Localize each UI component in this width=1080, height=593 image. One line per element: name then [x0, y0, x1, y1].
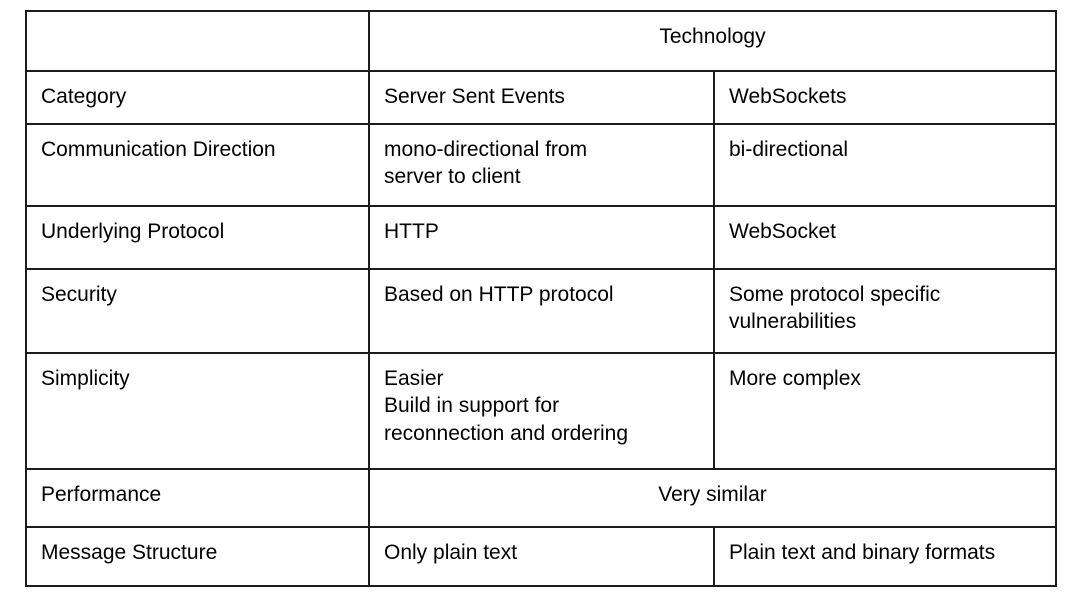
table-row: Performance Very similar — [25, 467, 1057, 528]
row-category-message-structure: Message Structure — [25, 525, 370, 587]
cell-line: HTTP — [384, 219, 439, 243]
row-category-security: Security — [25, 267, 370, 354]
cell-line: mono-directional from — [384, 137, 588, 161]
cell-sse-communication-direction: mono-directional from server to client — [368, 122, 715, 207]
column-header-websockets: WebSockets — [713, 70, 1057, 125]
cell-line: bi-directional — [729, 137, 849, 161]
table-column-header-row: Category Server Sent Events WebSockets — [25, 70, 1057, 125]
row-category-performance: Performance — [25, 467, 370, 528]
cell-line: vulnerabilities — [729, 310, 857, 334]
row-category-simplicity: Simplicity — [25, 351, 370, 470]
cell-websockets-simplicity: More complex — [713, 351, 1057, 470]
column-header-category: Category — [25, 70, 370, 125]
row-category-underlying-protocol: Underlying Protocol — [25, 204, 370, 270]
cell-websockets-security: Some protocol specific vulnerabilities — [713, 267, 1057, 354]
table-row: Simplicity Easier Build in support for r… — [25, 351, 1057, 470]
cell-line: More complex — [729, 366, 861, 390]
cell-line: Easier — [384, 366, 444, 390]
table-row: Communication Direction mono-directional… — [25, 122, 1057, 207]
table-row: Underlying Protocol HTTP WebSocket — [25, 204, 1057, 270]
cell-line: WebSocket — [729, 219, 836, 243]
cell-line: Build in support for — [384, 394, 560, 418]
cell-sse-simplicity: Easier Build in support for reconnection… — [368, 351, 715, 470]
table-row: Message Structure Only plain text Plain … — [25, 525, 1057, 587]
cell-line: server to client — [384, 165, 521, 189]
row-category-communication-direction: Communication Direction — [25, 122, 370, 207]
cell-websockets-message-structure: Plain text and binary formats — [713, 525, 1057, 587]
cell-websockets-underlying-protocol: WebSocket — [713, 204, 1057, 270]
group-header-technology: Technology — [368, 10, 1057, 72]
blank-corner-cell — [25, 10, 370, 72]
comparison-table: Technology Category Server Sent Events W… — [25, 10, 1057, 587]
cell-websockets-communication-direction: bi-directional — [713, 122, 1057, 207]
cell-merged-performance: Very similar — [368, 467, 1057, 528]
cell-sse-security: Based on HTTP protocol — [368, 267, 715, 354]
cell-line: Some protocol specific — [729, 282, 941, 306]
cell-sse-message-structure: Only plain text — [368, 525, 715, 587]
table-group-header-row: Technology — [25, 10, 1057, 72]
column-header-server-sent-events: Server Sent Events — [368, 70, 715, 125]
table-row: Security Based on HTTP protocol Some pro… — [25, 267, 1057, 354]
cell-line: reconnection and ordering — [384, 422, 629, 446]
cell-line: Only plain text — [384, 540, 518, 564]
cell-line: Based on HTTP protocol — [384, 282, 614, 306]
cell-sse-underlying-protocol: HTTP — [368, 204, 715, 270]
cell-line: Plain text and binary formats — [729, 540, 996, 564]
